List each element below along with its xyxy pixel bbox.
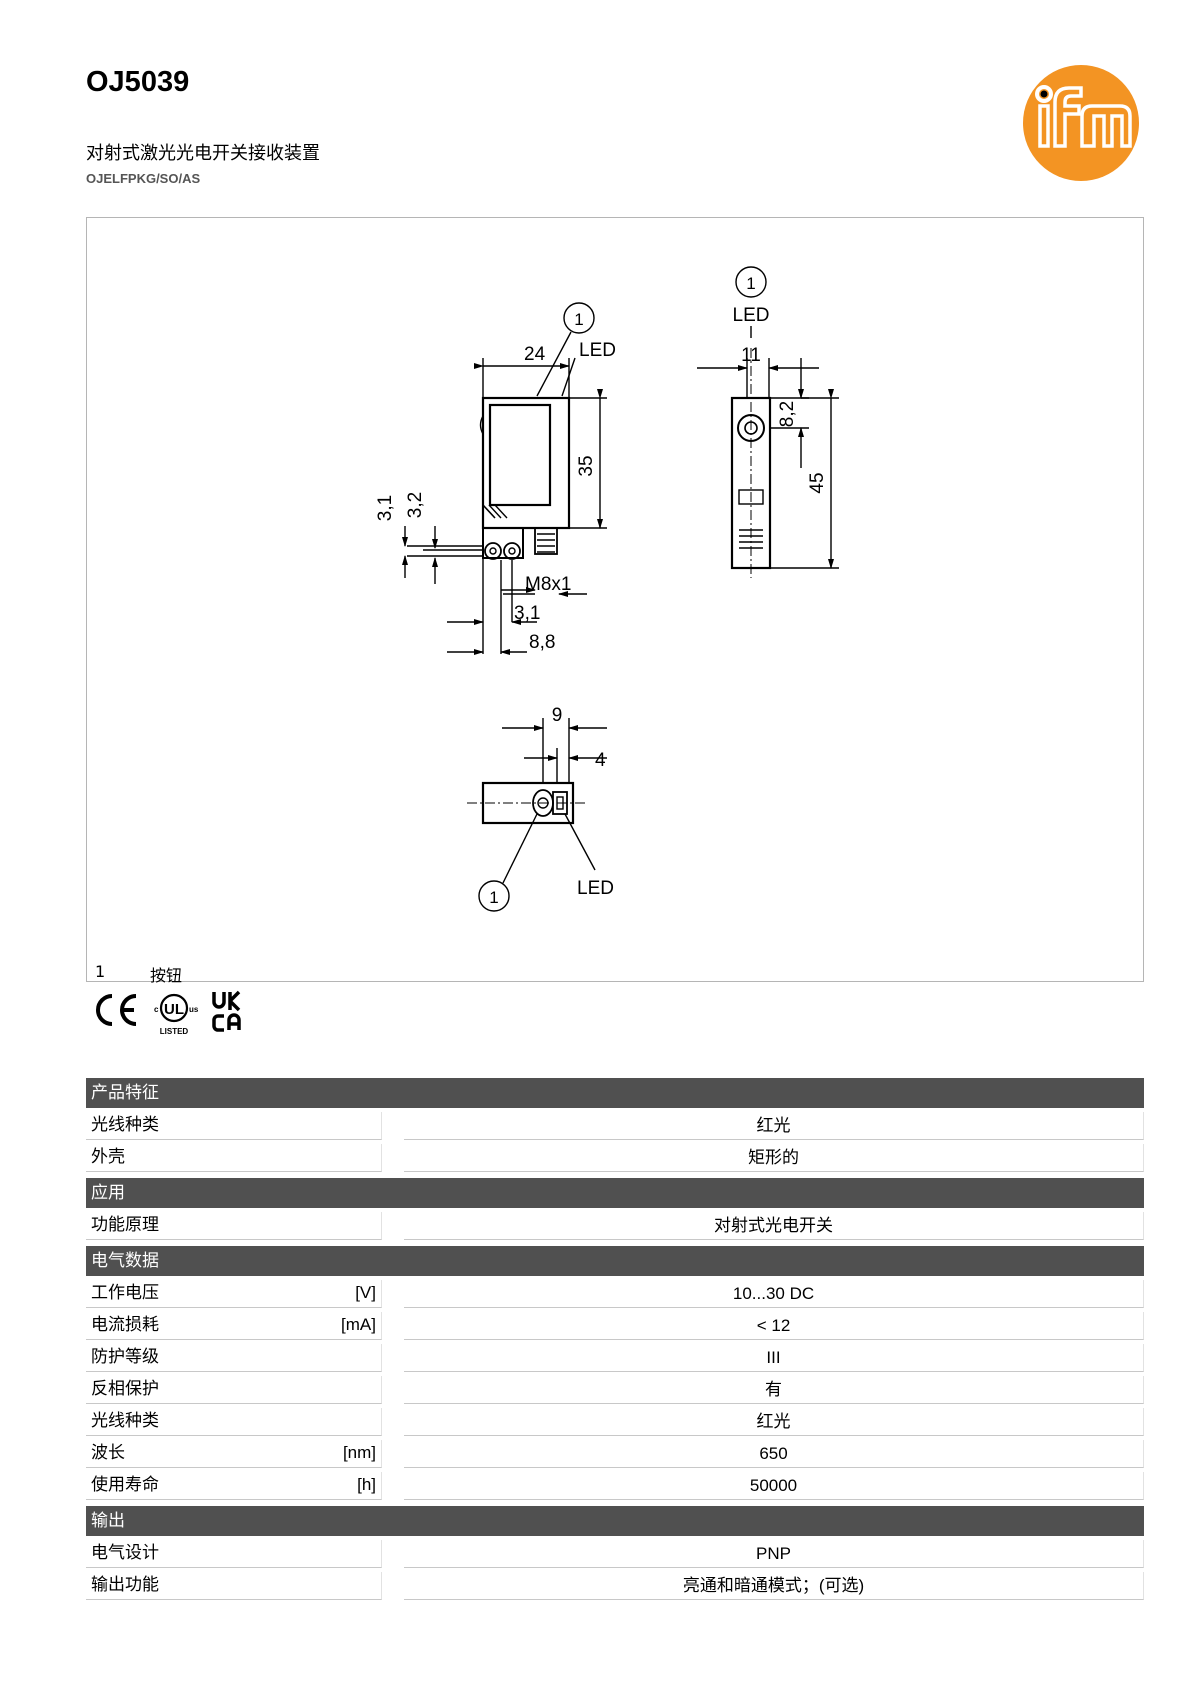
row-label: 光线种类 [86,1408,382,1436]
row-label: 使用寿命[h] [86,1472,382,1500]
row-label: 电气设计 [86,1540,382,1568]
legend-number: 1 [95,962,106,981]
row-value: 50000 [404,1472,1144,1500]
ifm-logo [1023,65,1139,181]
dim-height-45: 45 [807,472,828,493]
product-code: OJELFPKG/SO/AS [86,171,201,186]
row-label: 反相保护 [86,1376,382,1404]
led-label-front: LED [579,340,616,361]
dim-m8x1: M8x1 [525,574,571,595]
svg-text:LISTED: LISTED [160,1027,189,1036]
table-row: 光线种类 红光 [86,1112,1144,1140]
table-row: 外壳 矩形的 [86,1144,1144,1172]
section-header-application: 应用 [86,1178,1144,1208]
table-row: 防护等级 III [86,1344,1144,1372]
table-row: 工作电压[V] 10...30 DC [86,1280,1144,1308]
row-value: < 12 [404,1312,1144,1340]
table-row: 反相保护 有 [86,1376,1144,1404]
dim-3-2-vertical: 3,2 [405,492,426,518]
legend-text: 按钮 [150,966,183,985]
row-label: 外壳 [86,1144,382,1172]
row-label: 工作电压[V] [86,1280,382,1308]
section-header-output: 输出 [86,1506,1144,1536]
row-label: 防护等级 [86,1344,382,1372]
table-row: 功能原理 对射式光电开关 [86,1212,1144,1240]
table-row: 电流损耗[mA] < 12 [86,1312,1144,1340]
dim-width-9: 9 [552,705,563,726]
dim-3-1-vertical: 3,1 [375,495,396,521]
dim-width-24: 24 [524,344,546,365]
table-row: 输出功能 亮通和暗通模式；(可选) [86,1572,1144,1600]
product-subtitle: 对射式激光光电开关接收装置 [86,143,320,164]
bottom-view-body [481,781,575,825]
row-value: 10...30 DC [404,1280,1144,1308]
front-view-body [481,396,571,530]
ul-listed-mark-icon: UL c us LISTED [154,993,199,1036]
row-value: 矩形的 [404,1144,1144,1172]
callout-1-side: 1 [746,274,755,293]
callout-1-front: 1 [574,310,583,329]
table-row: 光线种类 红光 [86,1408,1144,1436]
callout-1-bottom: 1 [489,888,498,907]
led-label-side: LED [733,305,770,326]
dim-width-4: 4 [595,750,606,771]
table-row: 波长[nm] 650 [86,1440,1144,1468]
row-label: 功能原理 [86,1212,382,1240]
row-label: 电流损耗[mA] [86,1312,382,1340]
dim-height-35: 35 [576,455,597,476]
ukca-mark-icon [212,990,241,1032]
led-label-bottom: LED [577,878,614,899]
dim-3-1-horizontal: 3,1 [514,603,540,624]
row-value: 650 [404,1440,1144,1468]
row-value: III [404,1344,1144,1372]
row-value: 红光 [404,1408,1144,1436]
row-value: 对射式光电开关 [404,1212,1144,1240]
product-title: OJ5039 [86,66,190,98]
svg-text:UL: UL [164,1001,184,1018]
row-label: 输出功能 [86,1572,382,1600]
row-value: 红光 [404,1112,1144,1140]
dim-8-8: 8,8 [529,632,555,653]
section-header-product-features: 产品特征 [86,1078,1144,1108]
svg-text:us: us [189,1005,199,1014]
table-row: 使用寿命[h] 50000 [86,1472,1144,1500]
dimension-drawing: 24 1 LED 35 3,1 3,2 M8x1 3,1 8,8 1 LED 1… [86,217,1144,985]
ce-mark-icon [96,994,137,1026]
row-value: PNP [404,1540,1144,1568]
dim-width-11: 11 [741,345,761,366]
svg-text:c: c [154,1005,159,1014]
dim-8-2: 8,2 [777,401,798,427]
row-value: 有 [404,1376,1144,1404]
row-value: 亮通和暗通模式；(可选) [404,1572,1144,1600]
certification-marks: UL c us LISTED [96,990,241,1036]
section-header-electrical-data: 电气数据 [86,1246,1144,1276]
row-label: 波长[nm] [86,1440,382,1468]
row-label: 光线种类 [86,1112,382,1140]
table-row: 电气设计 PNP [86,1540,1144,1568]
